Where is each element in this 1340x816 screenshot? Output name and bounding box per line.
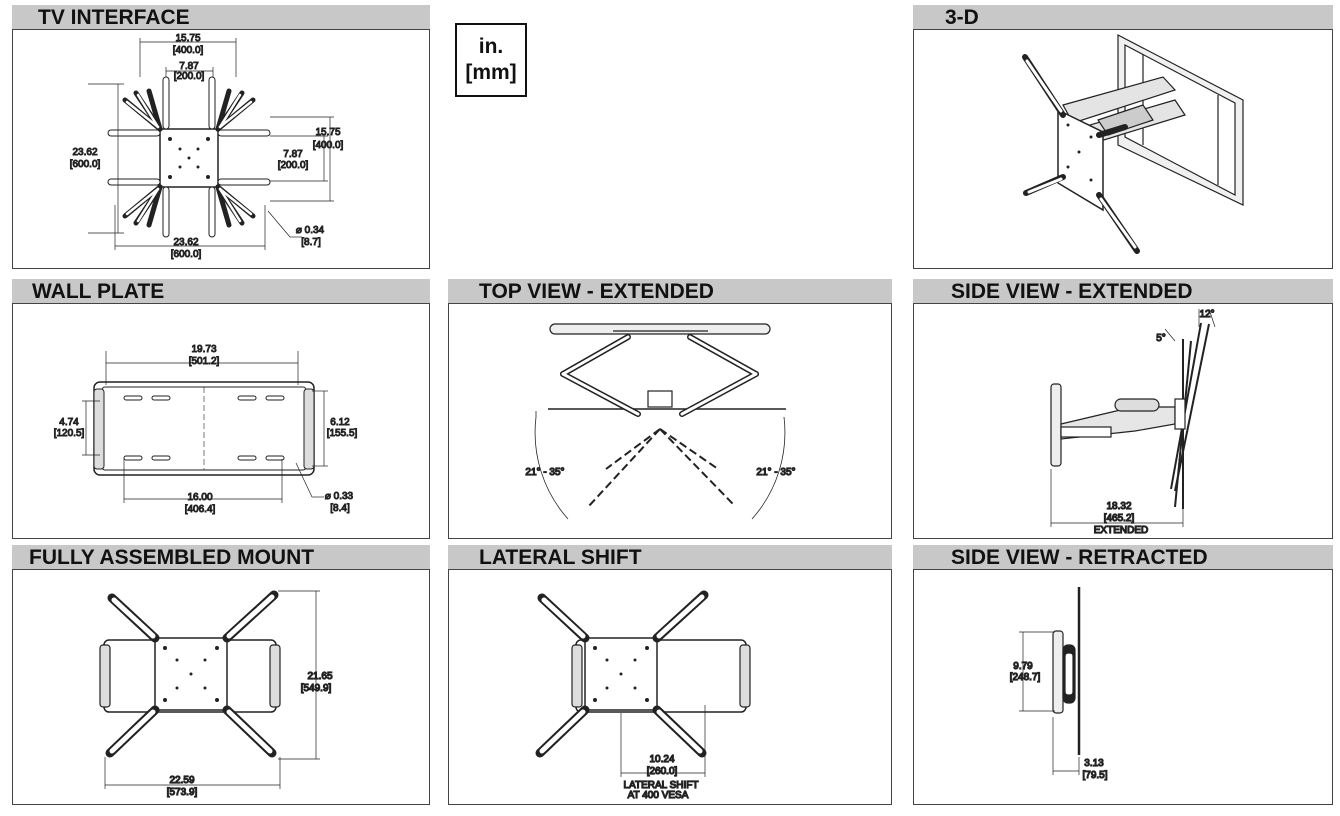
panel-title: WALL PLATE [32,280,165,303]
dim-shift-note-1: LATERAL SHIFT [623,780,698,791]
dim-width-max-mm: [600.0] [171,249,202,260]
dim-width: 19.73 [191,344,216,355]
panel-title: SIDE VIEW - RETRACTED [951,546,1208,569]
dim-depth-mm: [79.5] [1082,770,1107,781]
dim-hole: ⌀ 0.34 [296,225,325,236]
panel-side-view-retracted: SIDE VIEW - RETRACTED 9.79 [248.7] 3.13 … [913,545,1333,805]
panel-title: SIDE VIEW - EXTENDED [951,280,1193,303]
dim-hole-mm: [8.7] [301,237,321,248]
dim-width-mm: [573.9] [167,787,198,798]
dim-depth-mm: [465.2] [1104,513,1135,524]
panel-lateral-shift: LATERAL SHIFT [448,545,892,805]
dim-height-inner: 7.87 [283,149,303,160]
tv-interface-drawing: 15.75 [400.0] 7.87 [200.0] 15.75 [400.0]… [69,33,344,261]
wall-plate-drawing: 19.73 [501.2] 4.74 [120.5] 6.12 [155.5] … [53,344,358,516]
dim-shift-mm: [260.0] [647,766,678,777]
dim-swing-right: 21° - 35° [756,467,795,478]
panel-title: 3-D [945,6,979,29]
dim-depth-note: EXTENDED [1094,525,1148,536]
dim-width-max: 23.62 [173,237,198,248]
dim-tilt-up: 12° [1199,309,1214,320]
panel-title: TV INTERFACE [38,6,190,29]
dim-shift: 10.24 [649,754,674,765]
panel-3d: 3-D [913,5,1333,269]
panel-title: TOP VIEW - EXTENDED [479,280,714,303]
dim-height-max: 23.62 [72,147,97,158]
dim-depth: 3.13 [1084,758,1104,769]
dim-swing-left: 21° - 35° [525,467,564,478]
units-legend: in. [mm] [455,23,527,97]
dim-width-inner: 7.87 [179,61,199,72]
dim-hole-mm: [8.4] [330,503,350,514]
dim-tilt-down: 5° [1156,333,1166,344]
dim-shift-note-2: AT 400 VESA [628,790,689,801]
top-view-drawing: 21° - 35° 21° - 35° [525,323,796,520]
lateral-shift-drawing: 10.24 [260.0] LATERAL SHIFT AT 400 VESA [535,590,751,802]
dim-width-inner-mm: [200.0] [174,71,205,82]
panel-tv-interface: TV INTERFACE [12,5,430,269]
dim-width-outer: 15.75 [175,33,200,44]
dim-height-outer-mm: [400.0] [313,140,344,151]
panel-fully-assembled: FULLY ASSEMBLED MOUNT [12,545,430,805]
dim-height-right: 6.12 [330,417,350,428]
dim-width-outer-mm: [400.0] [173,45,204,56]
panel-title: LATERAL SHIFT [479,546,642,569]
panel-title: FULLY ASSEMBLED MOUNT [29,546,315,569]
fully-assembled-drawing: 21.65 [549.9] 22.59 [573.9] [99,590,334,799]
dim-hole-spacing: 16.00 [187,492,212,503]
dim-height-mm: [549.9] [301,683,332,694]
dim-height-inner-mm: [200.0] [278,160,309,171]
dim-height-outer: 15.75 [315,127,340,138]
panel-side-view-extended: SIDE VIEW - EXTENDED 12° 5° 18.32 [465.2… [913,279,1333,539]
units-mm: [mm] [465,61,517,84]
three-d-drawing [1022,34,1244,254]
dim-hole: ⌀ 0.33 [325,491,354,502]
dim-height-left-mm: [120.5] [54,428,85,439]
dim-depth: 18.32 [1106,501,1131,512]
dim-hole-spacing-mm: [406.4] [185,504,216,515]
dim-height-mm: [248.7] [1010,672,1041,683]
dim-height: 9.79 [1013,661,1033,672]
panel-wall-plate: WALL PLATE 19.73 [501.2] 4.74 [1 [12,279,430,539]
side-retracted-drawing: 9.79 [248.7] 3.13 [79.5] [1009,587,1108,782]
dim-height-left: 4.74 [59,417,79,428]
dim-height-right-mm: [155.5] [327,428,358,439]
side-extended-drawing: 12° 5° 18.32 [465.2] EXTENDED [1050,308,1216,537]
dim-height-max-mm: [600.0] [70,159,101,170]
panel-top-view-extended: TOP VIEW - EXTENDED [448,279,892,539]
dim-width-mm: [501.2] [189,356,220,367]
units-inches: in. [478,35,504,58]
dim-width: 22.59 [169,775,194,786]
dim-height: 21.65 [307,671,332,682]
